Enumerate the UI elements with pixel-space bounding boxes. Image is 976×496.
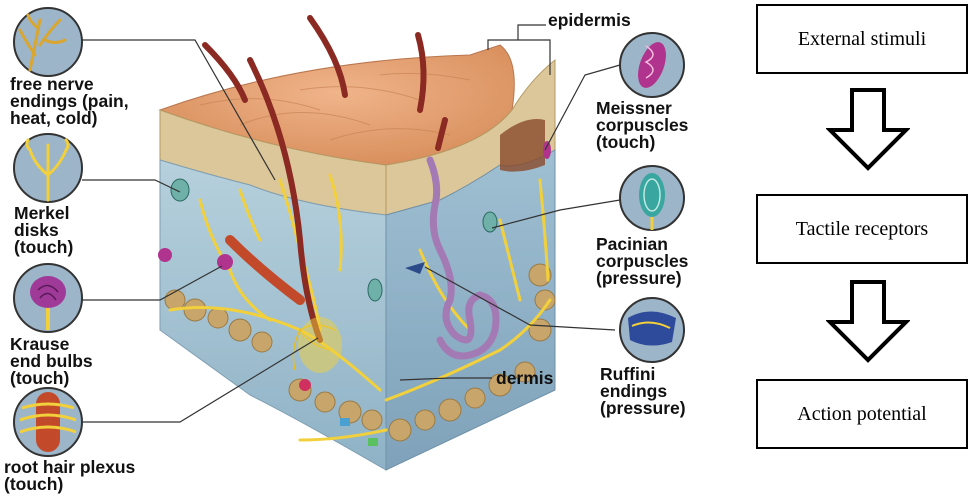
down-arrow-icon xyxy=(826,280,910,364)
label-dermis: dermis xyxy=(496,370,553,387)
inset-meissner-icon xyxy=(620,33,684,97)
flow-step-label: Tactile receptors xyxy=(796,218,928,241)
down-arrow-icon xyxy=(826,88,910,172)
inset-ruffini-icon xyxy=(620,298,684,362)
label-free-nerve-endings: free nerve endings (pain, heat, cold) xyxy=(10,76,129,127)
flow-step-label: Action potential xyxy=(797,403,926,426)
flow-step-label: External stimuli xyxy=(798,28,926,51)
label-pacinian-corpuscles: Pacinian corpuscles (pressure) xyxy=(596,236,688,287)
inset-free-nerve-icon xyxy=(14,8,82,76)
inset-pacinian-icon xyxy=(620,166,684,230)
flow-step-external-stimuli: External stimuli xyxy=(756,4,968,74)
label-ruffini-endings: Ruffini endings (pressure) xyxy=(600,366,686,417)
inset-krause-icon xyxy=(14,264,82,332)
flow-step-action-potential: Action potential xyxy=(756,379,968,449)
label-root-hair-plexus: root hair plexus (touch) xyxy=(4,459,135,493)
inset-merkel-icon xyxy=(14,134,82,202)
label-merkel-disks: Merkel disks (touch) xyxy=(14,205,73,256)
inset-root-hair-icon xyxy=(14,388,82,456)
label-krause-end-bulbs: Krause end bulbs (touch) xyxy=(10,336,93,387)
label-epidermis: epidermis xyxy=(548,12,631,29)
flow-step-tactile-receptors: Tactile receptors xyxy=(756,194,968,264)
label-meissner-corpuscles: Meissner corpuscles (touch) xyxy=(596,100,688,151)
